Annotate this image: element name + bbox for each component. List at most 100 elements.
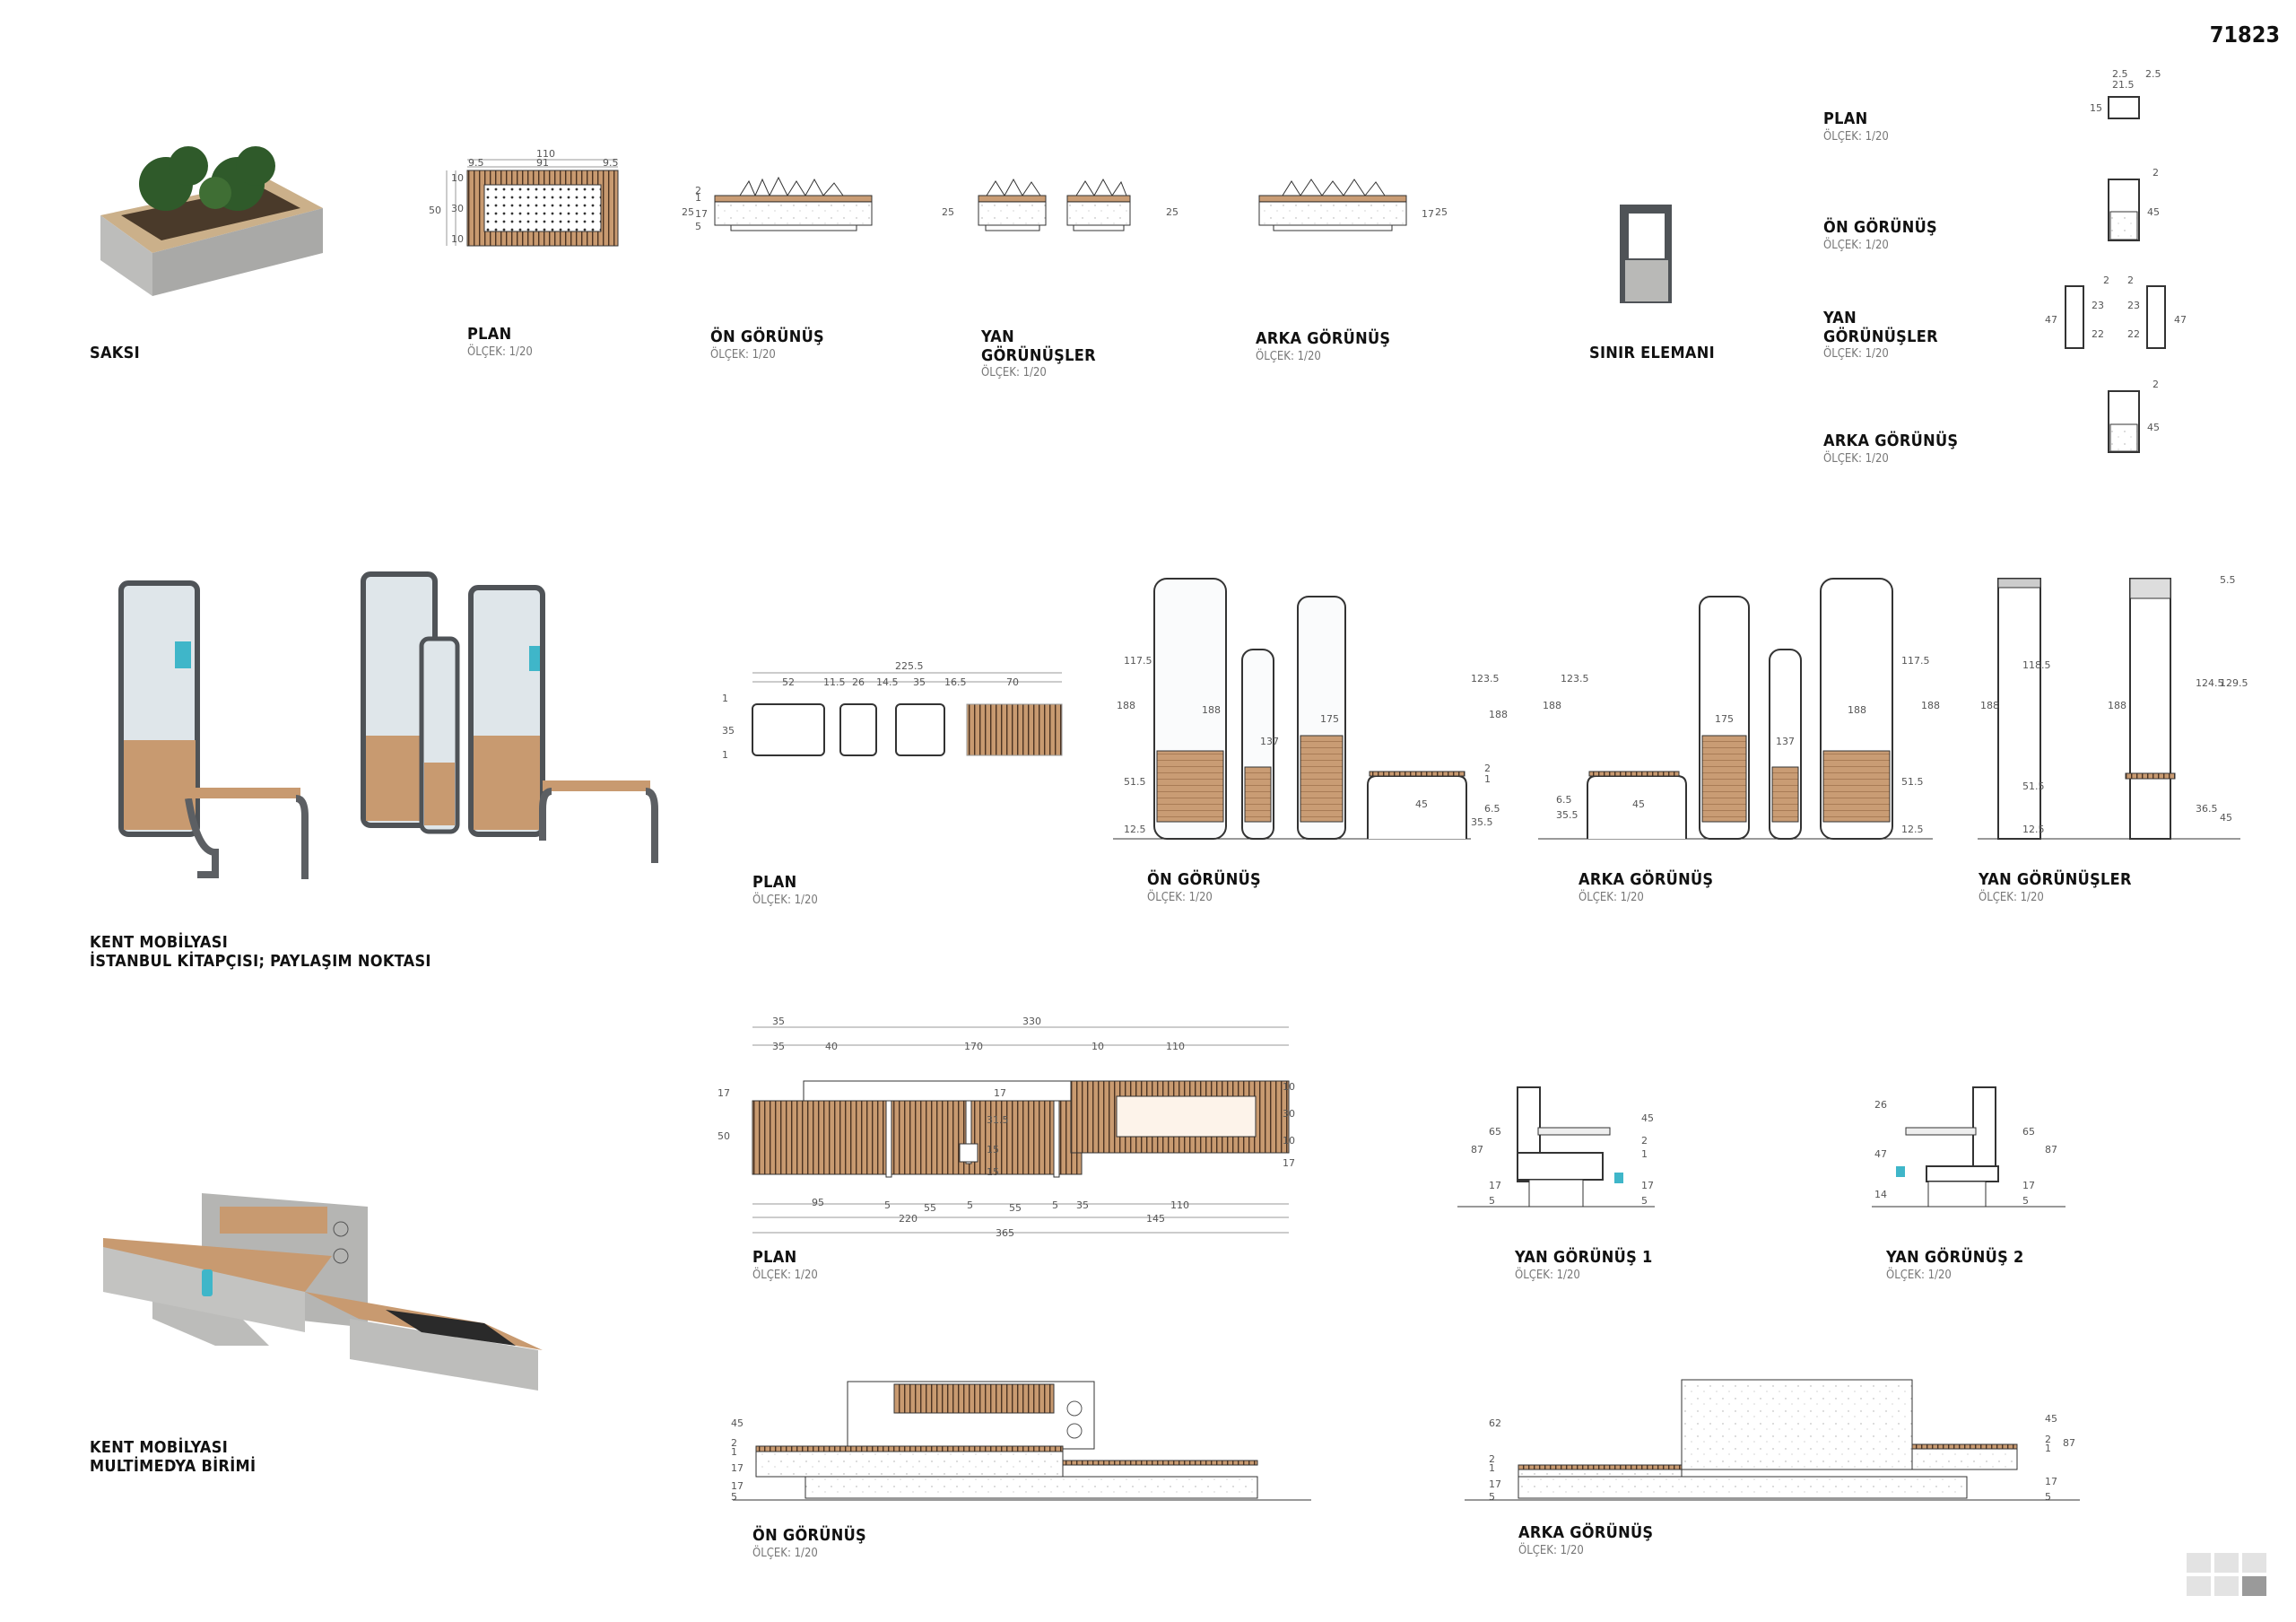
view-scale: ÖLÇEK: 1/20	[752, 1546, 818, 1560]
view-scale: ÖLÇEK: 1/20	[981, 366, 1047, 380]
dim: 117.5	[1124, 655, 1152, 667]
sheet-number: 71823	[2209, 22, 2280, 48]
view-title: PLAN	[1823, 109, 1868, 128]
view-scale: ÖLÇEK: 1/20	[752, 1268, 818, 1282]
dim: 2	[2152, 379, 2159, 390]
planter-back-drawing: 25 17	[1258, 179, 1448, 231]
dim: 23	[2127, 300, 2140, 311]
dim: 5	[2045, 1491, 2051, 1503]
view-scale: ÖLÇEK: 1/20	[1518, 1543, 1584, 1557]
title-text: SINIR ELEMANI	[1589, 344, 1715, 362]
dim: 2	[1641, 1135, 1648, 1147]
dim: 1	[695, 192, 701, 204]
dim: 1	[722, 693, 728, 704]
view-title: YAN GÖRÜNÜŞ 1	[1515, 1248, 1653, 1267]
dim: 188	[1543, 700, 1561, 711]
dim: 188	[1921, 700, 1940, 711]
dim: 47	[1874, 1148, 1887, 1160]
view-scale: ÖLÇEK: 1/20	[1886, 1268, 1952, 1282]
dim: 55	[1009, 1202, 1022, 1214]
dim: 5	[731, 1491, 737, 1503]
dim: 10	[451, 233, 464, 245]
bookshelf-side-drawing: 188 118.5 51.5 12.5 188 124.5 129.5 36.5…	[1978, 574, 2248, 840]
dim: 25	[1166, 206, 1178, 218]
view-title: PLAN	[752, 1248, 797, 1267]
planter-side-drawing: 25 25	[942, 178, 1178, 231]
dim: 15	[987, 1166, 999, 1178]
dim: 51.5	[1901, 776, 1924, 788]
dim: 17	[1283, 1157, 1295, 1169]
view-title: PLAN	[467, 325, 512, 344]
dim: 21.5	[2112, 79, 2135, 91]
dim: 35	[722, 725, 735, 737]
dim: 123.5	[1561, 673, 1589, 685]
dim: 1	[2045, 1443, 2051, 1454]
dim: 9.5	[603, 157, 619, 169]
multimedia-plan-drawing: 35 330 35 40 170 10 110 95 5 55 5 55 5 3…	[718, 1016, 1295, 1239]
dim: 170	[964, 1041, 983, 1052]
dim: 22	[2092, 328, 2104, 340]
view-title: YAN GÖRÜNÜŞ 2	[1886, 1248, 2024, 1267]
dim: 2	[695, 185, 701, 196]
dim: 45	[1415, 798, 1428, 810]
view-scale: ÖLÇEK: 1/20	[1823, 129, 1889, 144]
dim: 2	[2045, 1434, 2051, 1445]
dim: 5	[1641, 1195, 1648, 1207]
dim: 2.5	[2145, 68, 2161, 80]
dim: 175	[1715, 713, 1734, 725]
competition-logo	[2187, 1553, 2266, 1596]
dim: 36.5	[2196, 803, 2218, 815]
dim: 17	[1422, 208, 1434, 220]
dim: 5	[967, 1199, 973, 1211]
dim: 25	[942, 206, 954, 218]
title-line: KENT MOBİLYASI	[90, 933, 229, 952]
dim: 45	[2147, 422, 2160, 433]
dim: 175	[1320, 713, 1339, 725]
dim: 10	[451, 172, 464, 184]
dim: 188	[1848, 704, 1866, 716]
dim: 50	[718, 1130, 730, 1142]
title-line: KENT MOBİLYASI	[90, 1438, 229, 1457]
dim: 15	[2090, 102, 2102, 114]
border-back-drawing: 2 45	[2108, 379, 2160, 453]
dim: 50	[429, 205, 441, 216]
dim: 110	[1166, 1041, 1185, 1052]
dim: 5	[1052, 1199, 1058, 1211]
view-scale: ÖLÇEK: 1/20	[1823, 451, 1889, 466]
dim: 45	[1641, 1112, 1654, 1124]
dim: 14.5	[876, 676, 899, 688]
dim: 5	[884, 1199, 891, 1211]
multimedia-render	[103, 1193, 543, 1391]
dim: 5.5	[2220, 574, 2236, 586]
dim: 45	[731, 1417, 744, 1429]
dim: 87	[1471, 1144, 1483, 1155]
dim: 87	[2063, 1437, 2075, 1449]
dim: 45	[2220, 812, 2232, 824]
dim: 47	[2174, 314, 2187, 326]
border-front-drawing: 2 45	[2108, 167, 2160, 241]
dim: 188	[1489, 709, 1508, 720]
view-title: ARKA GÖRÜNÜŞ	[1256, 329, 1391, 348]
dim: 25	[1435, 206, 1448, 218]
dim: 5	[695, 221, 701, 232]
dim: 12.5	[2022, 824, 2045, 835]
border-plan-drawing: 2.5 21.5 2.5 15	[2090, 68, 2161, 119]
view-scale: ÖLÇEK: 1/20	[752, 893, 818, 907]
view-title: ÖN GÖRÜNÜŞ	[710, 327, 824, 346]
dim: 17	[731, 1480, 744, 1492]
border-side-drawing: 47 23 22 2 2 23 22 47	[2045, 275, 2187, 349]
planter-render	[100, 146, 323, 296]
dim: 12.5	[1901, 824, 1924, 835]
dim: 2.5	[2112, 68, 2128, 80]
dim: 35	[772, 1041, 785, 1052]
dim: 225.5	[895, 660, 924, 672]
dim: 14	[1874, 1189, 1887, 1200]
